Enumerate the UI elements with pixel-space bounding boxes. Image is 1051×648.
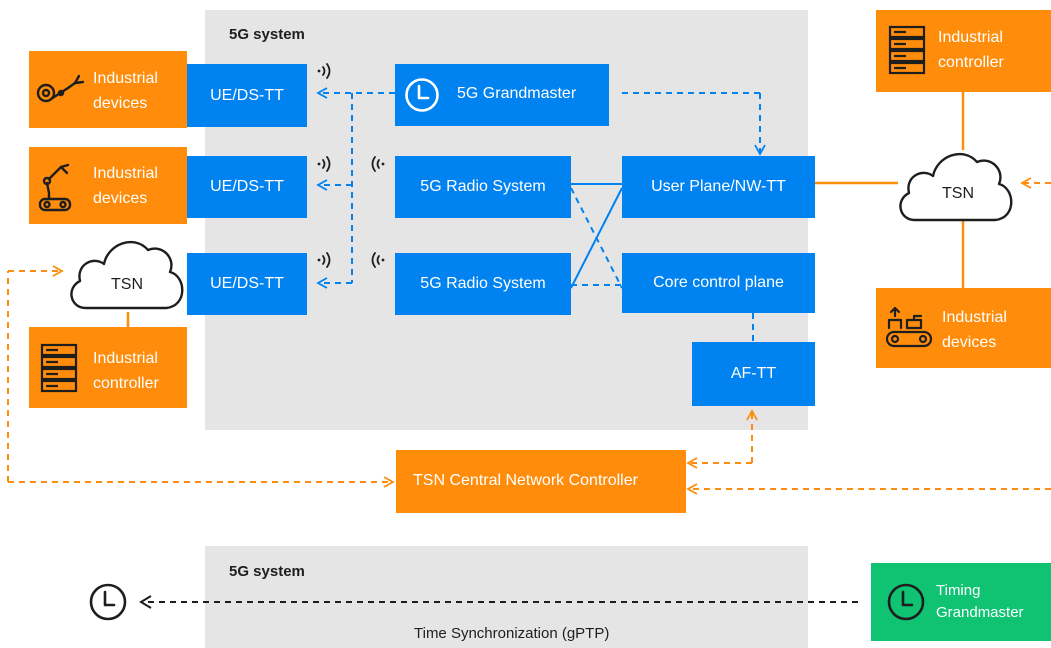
industrial-controller-box-right: Industrial controller (876, 10, 1051, 92)
industrial-controller-label-right-a: Industrial (938, 29, 1003, 46)
timing-grandmaster-label-a: Timing (936, 582, 981, 599)
tsn-cnc-box: TSN Central Network Controller (396, 450, 686, 513)
time-sync-caption: Time Synchronization (gPTP) (414, 625, 610, 642)
ue-ds-tt-box-2: UE/DS-TT (187, 156, 307, 218)
industrial-controller-label-right-b: controller (938, 54, 1004, 71)
industrial-controller-label-left-b: controller (93, 375, 159, 392)
industrial-devices-label-1a: Industrial (93, 70, 158, 87)
ue-ds-tt-box-1: UE/DS-TT (187, 64, 307, 127)
server-rack-icon (40, 343, 78, 393)
clock-icon (405, 78, 439, 112)
tsn-label-right: TSN (942, 185, 974, 202)
wireless-signal-icon-radio-2 (371, 252, 385, 268)
industrial-devices-label-1b: devices (93, 95, 148, 112)
5g-grandmaster-label: 5G Grandmaster (457, 85, 577, 102)
robot-icon (38, 163, 72, 212)
5g-radio-system-box-2: 5G Radio System (395, 253, 571, 315)
tsn-cnc-label: TSN Central Network Controller (413, 472, 638, 489)
5g-radio-system-box-1: 5G Radio System (395, 156, 571, 218)
tsn-cloud-left (70, 240, 184, 310)
industrial-devices-label-2b: devices (93, 190, 148, 207)
wireless-signal-icon-radio-1 (371, 156, 385, 172)
industrial-devices-label-right-a: Industrial (942, 309, 1007, 326)
industrial-devices-box-1: Industrial devices (29, 51, 187, 128)
conveyor-icon (885, 306, 933, 348)
5g-system-timing-title: 5G system (229, 563, 305, 580)
industrial-devices-box-2: Industrial devices (29, 147, 187, 224)
5g-system-timing-panel (205, 546, 808, 648)
clock-icon (89, 583, 127, 621)
wireless-signal-icon-2 (317, 156, 331, 172)
industrial-controller-box-left: Industrial controller (29, 327, 187, 408)
robot-arm-icon (36, 74, 85, 103)
wireless-signal-icon-3 (317, 252, 331, 268)
industrial-devices-label-2a: Industrial (93, 165, 158, 182)
5g-grandmaster-box: 5G Grandmaster (395, 64, 609, 126)
industrial-controller-label-left-a: Industrial (93, 350, 158, 367)
timing-grandmaster-box: Timing Grandmaster (871, 563, 1051, 641)
server-rack-icon (888, 25, 926, 75)
industrial-devices-label-right-b: devices (942, 334, 997, 351)
clock-icon (887, 583, 925, 621)
timing-grandmaster-label-b: Grandmaster (936, 604, 1024, 621)
wireless-signal-icon-1 (317, 63, 331, 79)
5g-system-title: 5G system (229, 26, 305, 43)
industrial-devices-box-right: Industrial devices (876, 288, 1051, 368)
core-control-plane-box: Core control plane (622, 253, 815, 313)
tsn-cloud-right (899, 152, 1013, 222)
af-tt-box: AF-TT (692, 342, 815, 406)
tsn-label-left: TSN (111, 276, 143, 293)
user-plane-nw-tt-box: User Plane/NW-TT (622, 156, 815, 218)
ue-ds-tt-box-3: UE/DS-TT (187, 253, 307, 315)
